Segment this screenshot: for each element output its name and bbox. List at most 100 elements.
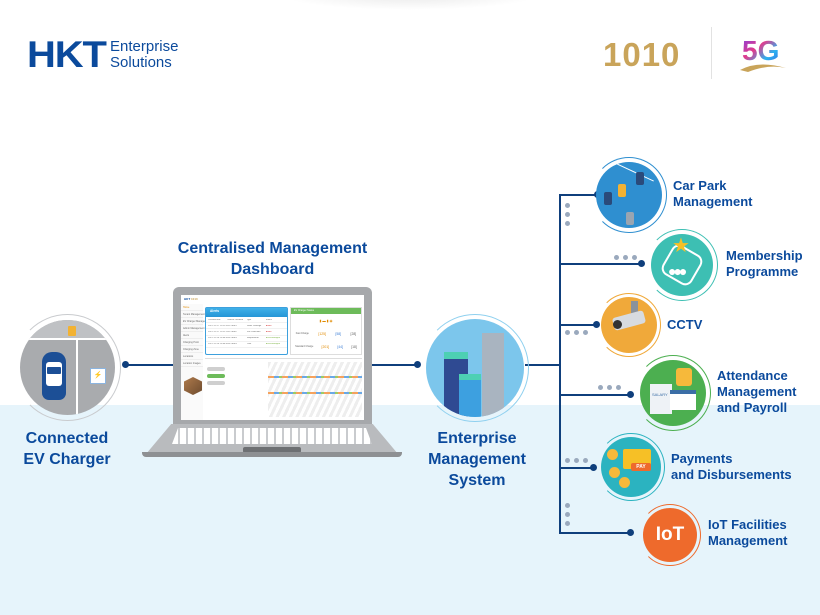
label-line: Payments xyxy=(671,451,733,466)
ev-charger-label-line2: EV Charger xyxy=(23,451,111,468)
label-line: Membership xyxy=(726,248,803,263)
screen-alerts-panel: Alerts Created time Sensor Location Type… xyxy=(205,307,288,355)
decor-dot xyxy=(598,385,603,390)
service-label-car-park: Car Park Management xyxy=(673,178,752,210)
cell: [58] xyxy=(335,331,342,336)
cell: Door xyxy=(246,343,252,346)
cell: 2021-12-17 11:41:56 xyxy=(208,324,228,327)
screen-nav-item: Home xyxy=(181,304,203,311)
screen-pill xyxy=(207,381,225,385)
screen-ev-icons: ▮ ▬ ▮ ◉ xyxy=(319,318,333,323)
hkt-logo-subtitle: Enterprise Solutions xyxy=(110,37,179,71)
screen-nav-item: Tenant Management xyxy=(181,311,205,318)
branch-iot xyxy=(559,532,629,534)
screen-ev-row: Standard Charge [201] [44] [18] xyxy=(291,340,361,353)
screen-nav-item: Admin Management xyxy=(181,325,204,332)
service-label-iot: IoT Facilities Management xyxy=(708,517,787,549)
decor-dot xyxy=(607,385,612,390)
label-line: Management xyxy=(708,533,788,548)
cell: [28] xyxy=(350,331,357,336)
screen-ev-row: Fast Charge [125] [58] [28] xyxy=(291,327,361,340)
col: Status xyxy=(265,318,272,321)
branch-car-park xyxy=(559,194,597,196)
cell: Alarm xyxy=(265,330,272,333)
cctv-camera-icon xyxy=(601,297,657,353)
label-line: Attendance xyxy=(717,368,788,383)
logo-1010: 1010 xyxy=(603,36,681,73)
col: Created time xyxy=(208,318,221,321)
decor-dot xyxy=(565,512,570,517)
cell: [44] xyxy=(337,344,343,349)
top-shadow xyxy=(280,0,540,10)
cell: [18] xyxy=(351,344,357,349)
dashboard-label: Centralised Management Dashboard xyxy=(150,238,395,280)
dashboard-label-line2: Dashboard xyxy=(230,261,315,278)
salary-doc: SALARY xyxy=(650,384,672,414)
screen-alerts-header: Created time Sensor Location Type Status xyxy=(206,317,287,324)
connector-node xyxy=(122,361,129,368)
decor-dot xyxy=(614,255,619,260)
cell: B1 Zone1 xyxy=(227,324,237,327)
decor-dot xyxy=(616,385,621,390)
service-label-cctv: CCTV xyxy=(667,317,702,333)
branch-attendance xyxy=(559,394,631,396)
connector-trunk-vertical xyxy=(559,194,561,532)
label-line: CCTV xyxy=(667,317,703,332)
screen-alert-row: 2021-12-14 20:08:34 B3 Zone3 Door Acknow… xyxy=(206,342,287,348)
attendance-ring xyxy=(635,355,711,431)
screen-pill xyxy=(207,374,225,378)
ev-wall xyxy=(20,320,115,338)
connector-ems-trunk xyxy=(525,364,559,366)
car-park-icon xyxy=(596,162,662,228)
decor-dot xyxy=(574,330,579,335)
service-label-membership: Membership Programme xyxy=(726,248,803,280)
decor-dot xyxy=(565,203,570,208)
screen-sidebar: Home Tenant Management EV Charger Manage… xyxy=(181,304,210,420)
screen-nav-item: Location Images xyxy=(181,360,203,367)
branch-node xyxy=(593,321,600,328)
screen-pill xyxy=(207,367,225,371)
cell: Standard Charge xyxy=(295,345,314,348)
screen-nav-item: Locations xyxy=(181,353,203,360)
cell: [201] xyxy=(321,344,330,349)
branch-node xyxy=(627,529,634,536)
hkt-logo-mark: HKT xyxy=(27,34,107,75)
service-label-payments: Payments and Disbursements xyxy=(671,451,792,483)
hkt-logo-line2: Solutions xyxy=(110,53,172,71)
screen-alerts-title: Alerts xyxy=(206,308,287,317)
ems-label-line1: Enterprise xyxy=(437,430,517,447)
ems-ring xyxy=(421,314,529,422)
screen-nav-item: Alerts xyxy=(181,332,203,339)
ev-charger-icon: ⚡ xyxy=(20,320,115,415)
salary-calendar-icon: SALARY xyxy=(640,360,706,426)
screen-ev-status-title: EV Charger Status xyxy=(291,308,361,314)
parking-line xyxy=(76,338,78,415)
cell: 2021-12-14 20:08:38 xyxy=(208,337,228,340)
screen-alert-row: 2021-12-17 11:41:19 B2 Zone2 Gas Detecti… xyxy=(206,329,287,336)
ems-label: Enterprise Management System xyxy=(418,428,536,491)
membership-star-icon: ★ ●●● xyxy=(651,234,713,296)
decor-dot xyxy=(623,255,628,260)
cctv-ring xyxy=(597,293,661,357)
label-line: Car Park xyxy=(673,178,727,193)
branch-node xyxy=(590,464,597,471)
cell: 2021-12-14 20:08:34 xyxy=(208,343,228,346)
connector-ev-dashboard xyxy=(125,364,173,366)
decor-dot xyxy=(565,330,570,335)
label-line: Management xyxy=(717,384,797,399)
cell: 2021-12-17 11:41:19 xyxy=(208,330,228,333)
logo-5g-icon: 5G xyxy=(740,35,786,72)
cell: Acknowledged xyxy=(265,337,280,340)
cell: Alarm xyxy=(265,324,272,327)
col: Type xyxy=(246,318,252,321)
screen-ev-status-panel: EV Charger Status ▮ ▬ ▮ ◉ Fast Charge [1… xyxy=(290,307,362,355)
branch-node xyxy=(638,260,645,267)
cell: Acknowledged xyxy=(265,343,280,346)
ev-charger-label: Connected EV Charger xyxy=(0,428,134,470)
payment-card-icon: PAY xyxy=(601,437,661,497)
ev-charger-ring xyxy=(14,314,121,421)
hkt-logo-line1: Enterprise xyxy=(110,37,179,55)
cell: Temperature xyxy=(246,337,259,340)
screen-nav-item: Charging Point xyxy=(181,339,203,346)
car-park-ring xyxy=(591,157,667,233)
